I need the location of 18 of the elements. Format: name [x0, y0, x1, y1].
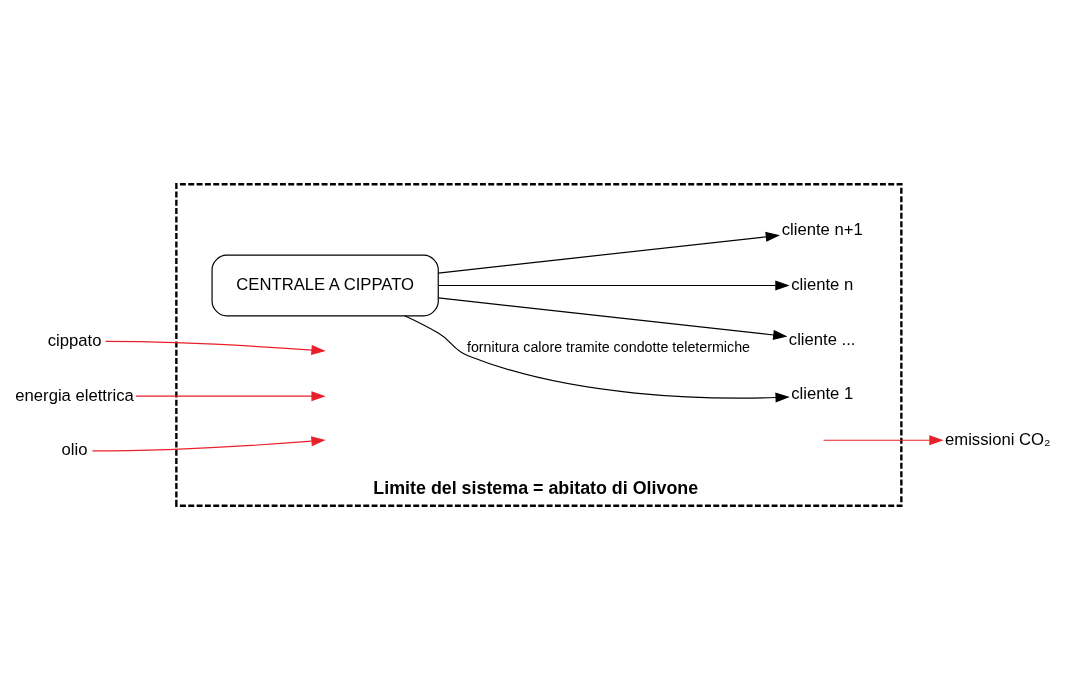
- node-text: energia elettrica: [15, 385, 134, 405]
- arrow: [404, 314, 790, 402]
- arrow: [437, 279, 790, 290]
- arrow: [135, 390, 326, 401]
- edge-label: fornitura calore tramite condotte teletermiche: [466, 338, 751, 355]
- node-text: cliente n: [791, 274, 854, 294]
- node-text: cliente 1: [791, 383, 854, 403]
- arrow: [437, 296, 788, 340]
- node-text: cliente ...: [788, 329, 856, 349]
- arrow: [437, 231, 780, 274]
- arrow: [104, 340, 326, 355]
- node-text: olio: [61, 439, 88, 459]
- arrow: [822, 434, 944, 445]
- node-text: cippato: [47, 330, 102, 350]
- node-box: CENTRALE A CIPPATO: [211, 254, 439, 316]
- arrow: [91, 435, 326, 452]
- node-text: cliente n+1: [781, 219, 863, 239]
- node-text: emissioni CO₂: [945, 429, 1051, 449]
